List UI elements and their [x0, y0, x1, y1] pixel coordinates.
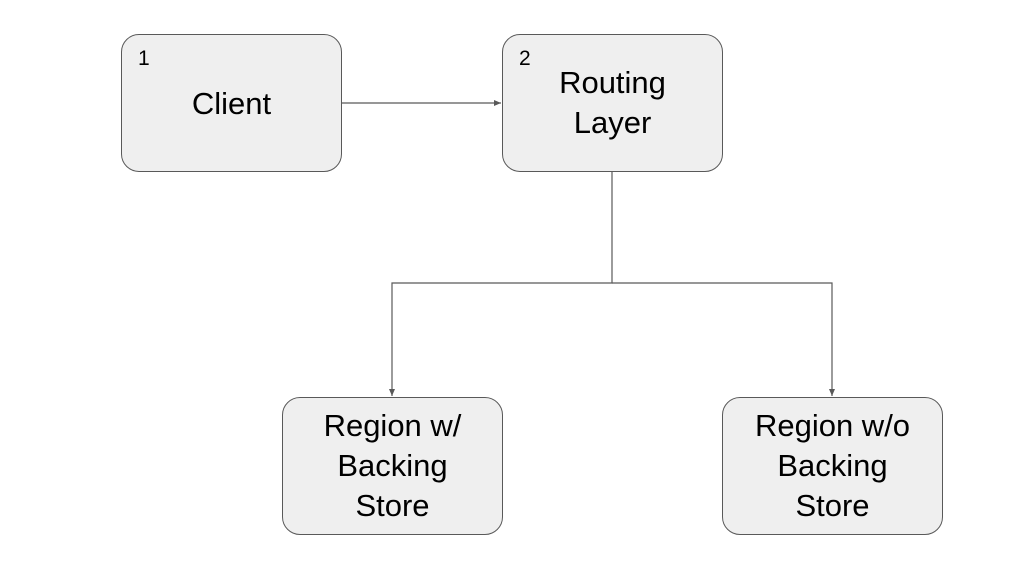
- client-node-label: Client: [191, 86, 272, 121]
- region-with-backing-store-node: Region w/ Backing Store: [282, 397, 503, 535]
- region-with-backing-store-label: Region w/ Backing Store: [323, 408, 462, 523]
- region-without-backing-store-label: Region w/o Backing Store: [754, 408, 911, 523]
- region-without-backing-store-node: Region w/o Backing Store: [722, 397, 943, 535]
- routing-layer-node-number: 2: [519, 47, 531, 70]
- routing-layer-node-label: Routing Layer: [559, 65, 666, 140]
- client-node-number: 1: [138, 47, 150, 70]
- routing-layer-node: 2 Routing Layer: [502, 34, 723, 172]
- client-node: 1 Client: [121, 34, 342, 172]
- edge-routing-to-region-without: [612, 282, 835, 396]
- edge-routing-to-region-with: [389, 172, 613, 396]
